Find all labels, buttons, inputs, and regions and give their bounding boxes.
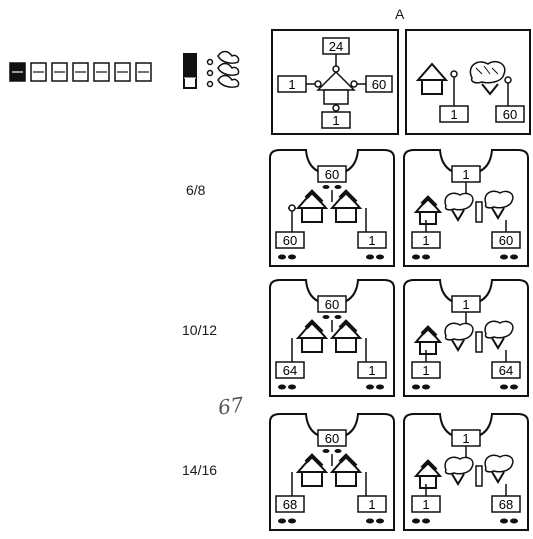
diagram-row2-left: 60 64 1 xyxy=(268,278,398,400)
gauge xyxy=(8,60,168,89)
row2-left-right-value: 1 xyxy=(368,363,375,378)
row3-right-right-value: 68 xyxy=(499,497,513,512)
row2-right-left-value: 1 xyxy=(422,363,429,378)
size-label-6-8: 6/8 xyxy=(186,182,205,198)
row3-left-left-value: 68 xyxy=(283,497,297,512)
legend-icon xyxy=(182,44,246,97)
column-label: A xyxy=(395,6,404,22)
row0-right-a-value: 1 xyxy=(450,107,457,122)
size-label-14-16: 14/16 xyxy=(182,462,217,478)
row2-right-top-value: 1 xyxy=(462,297,469,312)
gauge-cells xyxy=(8,60,168,84)
row1-right-left-value: 1 xyxy=(422,233,429,248)
diagram-row0-right: 1 60 xyxy=(404,28,532,136)
row1-right-top-value: 1 xyxy=(462,167,469,182)
row0-left-right-value: 60 xyxy=(372,77,386,92)
legend-swatches-icon xyxy=(182,44,246,92)
row3-left-right-value: 1 xyxy=(368,497,375,512)
row2-left-left-value: 64 xyxy=(283,363,297,378)
row2-left-top-value: 60 xyxy=(325,297,339,312)
row1-left-top-value: 60 xyxy=(325,167,339,182)
row0-right-b-value: 60 xyxy=(503,107,517,122)
row3-right-top-value: 1 xyxy=(462,431,469,446)
handwritten-note: 67 xyxy=(216,392,245,419)
row0-left-top-value: 24 xyxy=(329,39,343,54)
diagram-row3-left: 60 68 1 xyxy=(268,412,398,534)
diagram-row1-left: 60 60 1 xyxy=(268,148,398,270)
size-label-10-12: 10/12 xyxy=(182,322,217,338)
row3-left-top-value: 60 xyxy=(325,431,339,446)
row2-right-right-value: 64 xyxy=(499,363,513,378)
diagram-row3-right: 1 1 68 xyxy=(402,412,532,534)
diagram-row2-right: 1 1 64 xyxy=(402,278,532,400)
diagram-row1-right: 1 1 60 xyxy=(402,148,532,270)
row0-left-left-value: 1 xyxy=(288,77,295,92)
row1-left-right-value: 1 xyxy=(368,233,375,248)
row1-right-right-value: 60 xyxy=(499,233,513,248)
row3-right-left-value: 1 xyxy=(422,497,429,512)
diagram-row0-left: 24 1 60 1 xyxy=(270,28,400,136)
row1-left-left-value: 60 xyxy=(283,233,297,248)
row0-left-bottom-value: 1 xyxy=(332,113,339,128)
